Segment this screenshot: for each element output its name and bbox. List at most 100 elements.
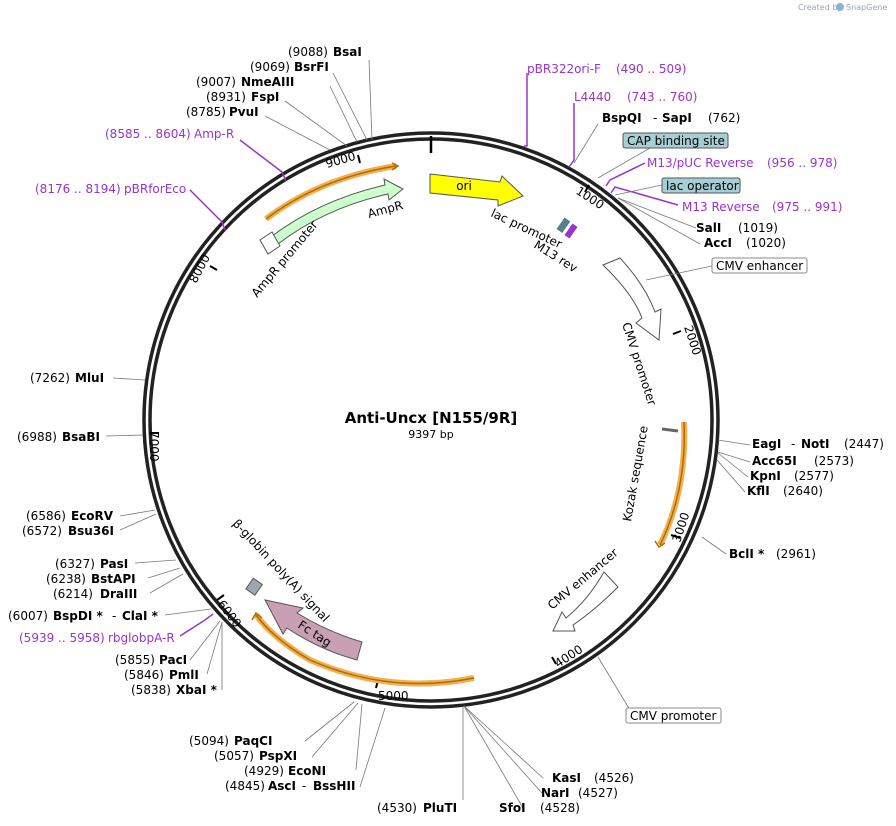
plasmid-name: Anti-Uncx [N155/9R] (345, 409, 518, 427)
enzyme-kasi-pos: (4526) (594, 771, 634, 785)
enzyme-fspi-pos: (8931) (206, 90, 246, 104)
enzyme-pspxi-pos: (5057) (214, 749, 254, 763)
tick-label-8000: 8000 (186, 252, 213, 286)
primer-rbglobpa-line (179, 613, 214, 637)
ori-label: ori (456, 179, 472, 193)
cmv-enhancer-box-bg (711, 257, 808, 274)
enzyme-nmeaiii-pos: (9007) (196, 75, 236, 89)
enzyme-eagi-pos: (2447) (844, 437, 884, 451)
enzyme-xbai-pos: (5838) (131, 683, 171, 697)
enzyme-mlui-name: MluI (75, 371, 104, 385)
enzyme-sali-name: SalI (696, 221, 721, 235)
enzyme-leaders (105, 59, 751, 809)
enzyme-paqci-pos: (5094) (189, 734, 229, 748)
globin-feature (245, 577, 264, 596)
ampr-label: AmpR (366, 198, 404, 221)
enzyme-draiii-pos: (6214) (53, 587, 93, 601)
enzyme-mlui-pos: (7262) (30, 371, 70, 385)
enzyme-bstapi-pos: (6238) (46, 572, 86, 586)
primer-m13rev-name: M13 Reverse (682, 200, 760, 214)
enzyme-ecorv-name: EcoRV (71, 509, 114, 523)
enzyme-kfli-name: KflI (747, 484, 770, 498)
enzyme-paci-pos: (5855) (115, 653, 155, 667)
lac-operator-label: lac operator (666, 179, 739, 193)
ampr-orf-line (265, 165, 397, 220)
cmv-promoter-box-label: CMV promoter (630, 709, 717, 723)
enzyme-pmli-name: PmlI (169, 668, 199, 682)
enzyme-sali-pos: (1019) (738, 221, 778, 235)
primer-l4440-range: (743 .. 760) (627, 90, 697, 104)
enzyme-kasi-name: KasI (552, 771, 581, 785)
enzyme-pluti-pos: (4530) (377, 801, 417, 815)
fc-orf-arrowhead (251, 611, 263, 621)
ori-feature (429, 173, 524, 207)
cap-box-bg (622, 132, 729, 149)
tick-label-5000: 5000 (378, 689, 409, 703)
cmv-enhancer-box-label: CMV enhancer (716, 259, 803, 273)
primer-pbrforeco-range: (8176 .. 8194) (35, 182, 121, 196)
enzyme-pluti-name: PluTI (423, 801, 457, 815)
enzyme-sfoi-name: SfoI (499, 801, 526, 815)
plasmid-length: 9397 bp (408, 428, 453, 441)
primer-ampr-range: (8585 .. 8604) (105, 127, 191, 141)
primer-pbrforeco-line (189, 189, 226, 231)
primer-m13puc-name: M13/pUC Reverse (647, 156, 754, 170)
enzyme-nari-name: NarI (541, 786, 570, 800)
kozak-feature (661, 427, 679, 433)
enzyme-kfli-pos: (2640) (783, 484, 823, 498)
enzyme-pasi-name: PasI (100, 557, 128, 571)
lac-promoter-label: lac promoter (489, 206, 565, 251)
enzyme-fspi-name: FspI (251, 90, 279, 104)
m13-rev-feature (564, 223, 578, 239)
primer-ampr-name: Amp-R (194, 127, 234, 141)
backbone-outer (142, 131, 720, 709)
tick-mark (584, 184, 590, 193)
enzyme-paqci-name: PaqCI (234, 734, 272, 748)
enzyme-bsai-pos: (9088) (288, 45, 328, 59)
enzyme-acci-pos: (1020) (746, 236, 786, 250)
enzyme-bsu36i-name: Bsu36I (68, 524, 114, 538)
snapgene-logo-icon (836, 3, 844, 11)
primer-m13puc-range: (956 .. 978) (767, 156, 837, 170)
credit-brand: SnapGene (846, 3, 887, 12)
enzyme-nmeaiii-name: NmeAIII (241, 75, 294, 89)
ampr-feature (271, 178, 404, 245)
enzyme-sapi-name: SapI (662, 111, 692, 125)
tick-label-2000: 2000 (681, 324, 704, 357)
enzyme-bstapi-name: BstAPI (91, 572, 136, 586)
enzyme-nari-pos: (4527) (578, 786, 618, 800)
enzyme-bspqi-pos: (762) (708, 111, 740, 125)
box-cmv-promoter: CMV promoter (625, 707, 722, 724)
enzyme-asci-pos: (4845) (225, 779, 265, 793)
fc-orf-line (255, 614, 475, 685)
ampr-promoter-feature (259, 231, 281, 255)
enzyme-bcli-name: BclI * (729, 547, 765, 561)
tick-label-7000: 7000 (147, 431, 161, 462)
enzyme-asci-sep: - (302, 779, 306, 793)
box-cap: CAP binding site (622, 132, 729, 149)
enzyme-bspdi-sep: - (112, 609, 116, 623)
enzyme-acci-name: AccI (704, 236, 732, 250)
primer-pbr322-line (524, 73, 528, 147)
enzyme-pvui-pos: (8785) (186, 105, 226, 119)
enzyme-bcli-pos: (2961) (776, 547, 816, 561)
enzyme-clai-name: ClaI * (122, 609, 159, 623)
enzyme-paci-name: PacI (159, 653, 187, 667)
enzyme-pasi-pos: (6327) (55, 557, 95, 571)
primer-ampr-line (239, 139, 287, 182)
orf-line-right (659, 421, 686, 546)
lac-promoter-feature (556, 217, 571, 234)
enzyme-eagi-sep: - (791, 437, 795, 451)
credit-text: Created by (798, 3, 842, 12)
enzyme-noti-name: NotI (801, 437, 830, 451)
primer-markers (179, 73, 679, 637)
enzyme-asci-name: AscI (268, 779, 296, 793)
enzyme-bspqi-name: BspQI (602, 111, 642, 125)
lac-operator-box-bg (661, 177, 741, 194)
snapgene-logo: SnapGene (836, 3, 887, 12)
enzyme-bsshii-name: BssHII (313, 779, 355, 793)
enzyme-xbai-name: XbaI * (176, 683, 218, 697)
enzyme-pspxi-name: PspXI (259, 749, 297, 763)
primer-m13puc-line (605, 162, 646, 187)
box-cmv-enhancer: CMV enhancer (711, 257, 808, 274)
